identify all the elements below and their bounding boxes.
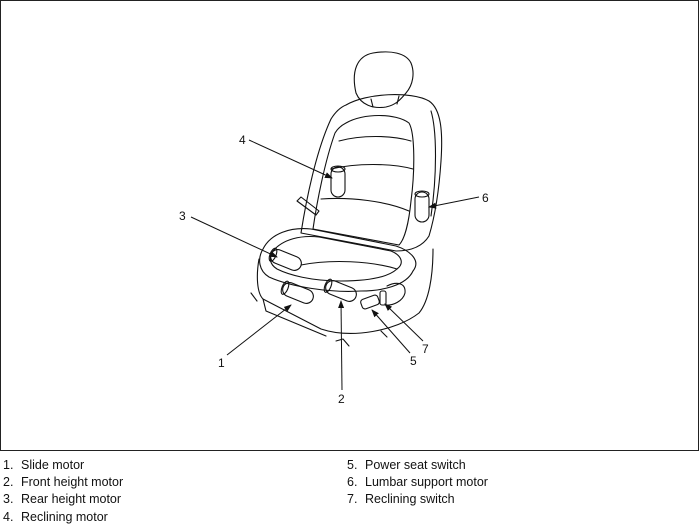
- reclining-switch-shape: [379, 290, 387, 306]
- front-height-motor-shape: [323, 278, 357, 302]
- leader-line-3: [190, 216, 278, 258]
- seatback-seam: [320, 197, 410, 212]
- legend-item: 2. Front height motor: [3, 474, 123, 491]
- legend-number: 2.: [3, 475, 14, 490]
- leader-line-5: [371, 309, 411, 354]
- headrest: [353, 51, 414, 109]
- callout-1: 1: [218, 356, 225, 370]
- legend-item: 5. Power seat switch: [347, 457, 488, 474]
- legend-right-column: 5. Power seat switch 6. Lumbar support mot…: [347, 457, 488, 509]
- leader-line-1: [226, 304, 292, 356]
- switch-panel: [384, 282, 406, 306]
- callout-4: 4: [239, 133, 246, 147]
- seatback: [300, 94, 443, 252]
- legend-text: Slide motor: [21, 458, 85, 472]
- legend-text: Lumbar support motor: [365, 475, 488, 490]
- legend-item: 4. Reclining motor: [3, 509, 123, 526]
- seat-diagram-figure: 1 2 3 4 5 6 7: [0, 0, 699, 451]
- legend-item: 3. Rear height motor: [3, 491, 123, 508]
- legend-left-column: 1. Slide motor 2. Front height motor 3. Rea…: [3, 457, 123, 526]
- seat-rail: [380, 330, 388, 338]
- rear-height-motor-shape: [268, 247, 302, 271]
- headrest-post: [396, 95, 400, 105]
- legend-text: Reclining motor: [21, 509, 108, 524]
- seatback-panel: [312, 115, 415, 246]
- seat-frame: [250, 292, 258, 302]
- callout-3: 3: [179, 209, 186, 223]
- legend-text: Reclining switch: [365, 492, 455, 507]
- legend-item: 1. Slide motor: [3, 457, 123, 474]
- legend-number: 6.: [347, 475, 358, 490]
- legend-number: 1.: [3, 458, 14, 472]
- reclining-motor-shape: [330, 165, 346, 198]
- seat-frame: [296, 196, 320, 216]
- seat-diagram: 1 2 3 4 5 6 7: [179, 51, 489, 406]
- callout-7: 7: [422, 342, 429, 356]
- seat-cushion-seam: [300, 260, 398, 270]
- seat-cushion: [259, 228, 417, 292]
- legend-item: 7. Reclining switch: [347, 491, 488, 508]
- seat-rail: [335, 338, 350, 347]
- legend-item: 6. Lumbar support motor: [347, 474, 488, 491]
- seat-base: [256, 248, 434, 334]
- legend-number: 3.: [3, 492, 14, 507]
- leader-line-2: [338, 300, 345, 391]
- seat-cushion-inner: [269, 235, 402, 282]
- callout-2: 2: [338, 392, 345, 406]
- leader-line-6: [428, 196, 480, 209]
- legend-text: Rear height motor: [21, 492, 122, 507]
- slide-motor-shape: [280, 280, 314, 304]
- seatback-seam: [338, 136, 412, 142]
- leader-line-4: [248, 139, 333, 179]
- seatback-side: [430, 110, 437, 217]
- lumbar-support-motor-shape: [414, 190, 430, 223]
- callout-6: 6: [482, 191, 489, 205]
- callout-5: 5: [410, 354, 417, 368]
- legend-text: Power seat switch: [365, 458, 466, 472]
- headrest-post: [370, 98, 374, 108]
- legend-text: Front height motor: [21, 475, 124, 490]
- power-seat-switch-shape: [360, 294, 380, 310]
- leader-line-7: [384, 303, 424, 342]
- legend-number: 5.: [347, 458, 358, 472]
- legend-number: 4.: [3, 509, 14, 524]
- seat-base-edge: [262, 298, 327, 337]
- legend-number: 7.: [347, 492, 358, 507]
